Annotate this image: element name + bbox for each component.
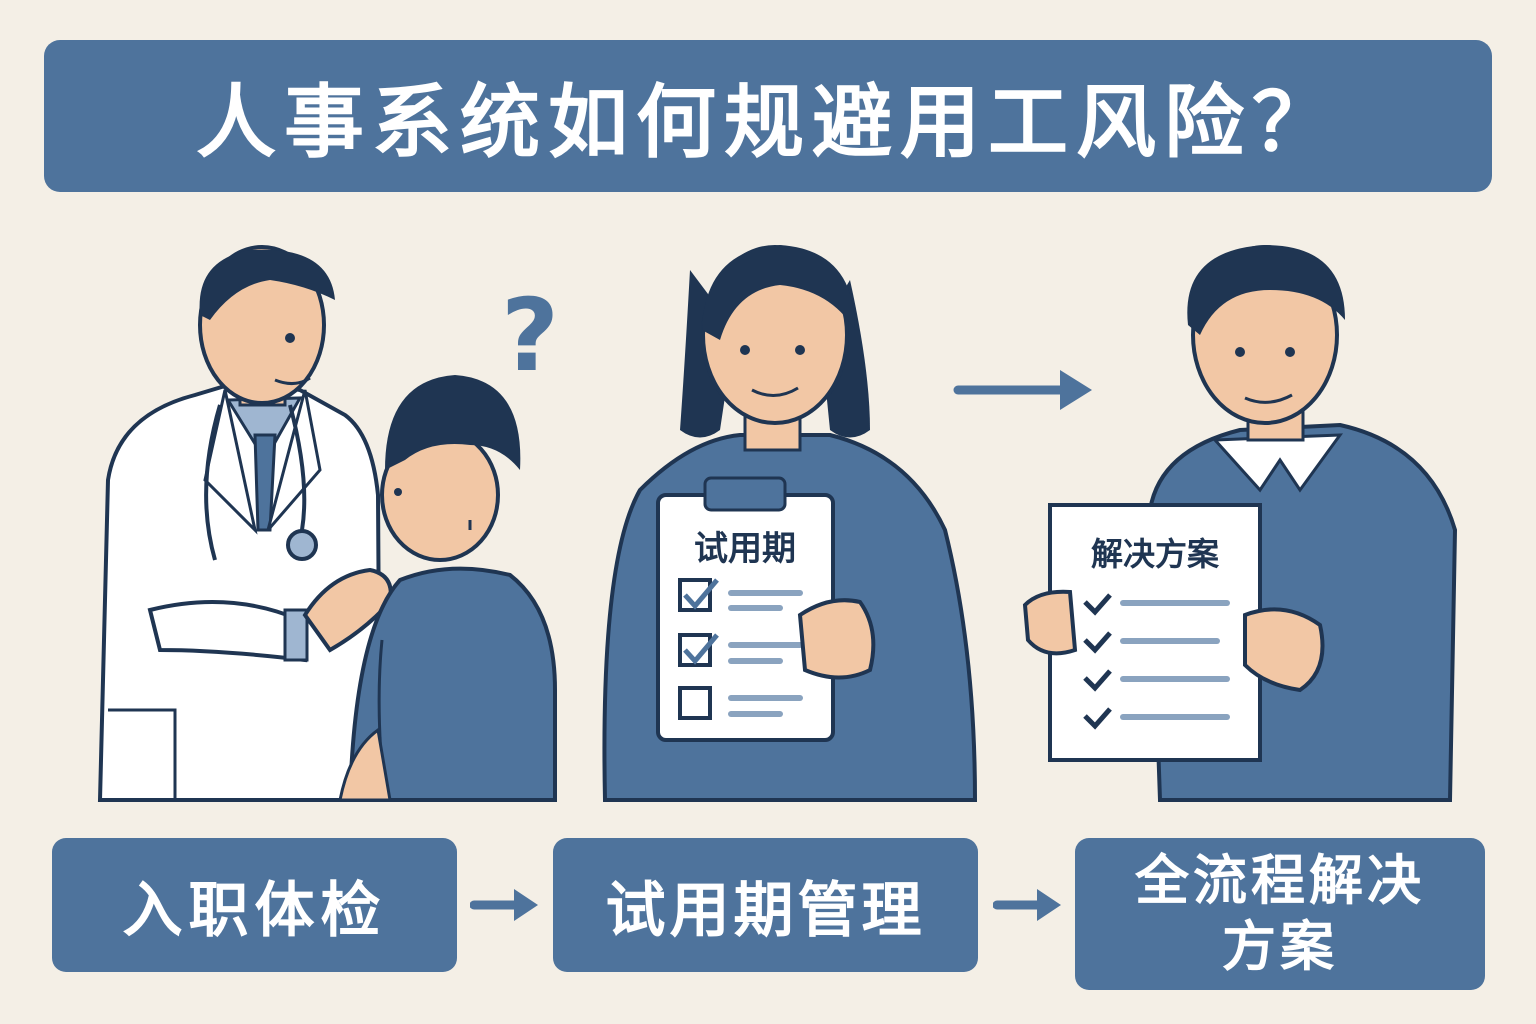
doctor-figure bbox=[97, 245, 393, 802]
step-probation-management: 试用期管理 bbox=[553, 838, 978, 972]
arrow-right-icon bbox=[470, 889, 538, 921]
step-label: 入职体检 bbox=[122, 875, 387, 946]
check-icon bbox=[1083, 593, 1112, 616]
arrow-right-icon bbox=[993, 889, 1061, 921]
clipboard-title: 试用期 bbox=[694, 529, 796, 569]
step-label-line1: 全流程解决 bbox=[1135, 849, 1425, 912]
checkbox-checked-icon bbox=[678, 633, 719, 667]
solution-plan-sheet: 解决方案 bbox=[1022, 503, 1325, 762]
arrow-right-icon bbox=[953, 370, 1092, 410]
checkbox-empty-icon bbox=[678, 686, 712, 720]
title-banner: 人事系统如何规避用工风险？ bbox=[44, 40, 1492, 192]
question-mark-icon: ? bbox=[501, 277, 559, 394]
stethoscope-icon bbox=[286, 529, 318, 561]
step-label-line2: 方案 bbox=[1222, 915, 1338, 978]
probation-clipboard: 试用期 bbox=[656, 476, 876, 742]
page-title: 人事系统如何规避用工风险？ bbox=[196, 76, 1340, 169]
plan-sheet-title: 解决方案 bbox=[1091, 535, 1220, 573]
check-icon bbox=[1083, 631, 1112, 654]
check-icon bbox=[1083, 707, 1112, 730]
checkbox-checked-icon bbox=[678, 578, 719, 612]
patient-figure bbox=[338, 375, 557, 802]
step-label: 试用期管理 bbox=[605, 875, 926, 946]
illustration-scene: ? 试用期 bbox=[97, 245, 1458, 802]
step-onboarding-checkup: 入职体检 bbox=[52, 838, 457, 972]
check-icon bbox=[1083, 669, 1112, 692]
step-full-process-solution: 全流程解决 方案 bbox=[1075, 838, 1485, 990]
